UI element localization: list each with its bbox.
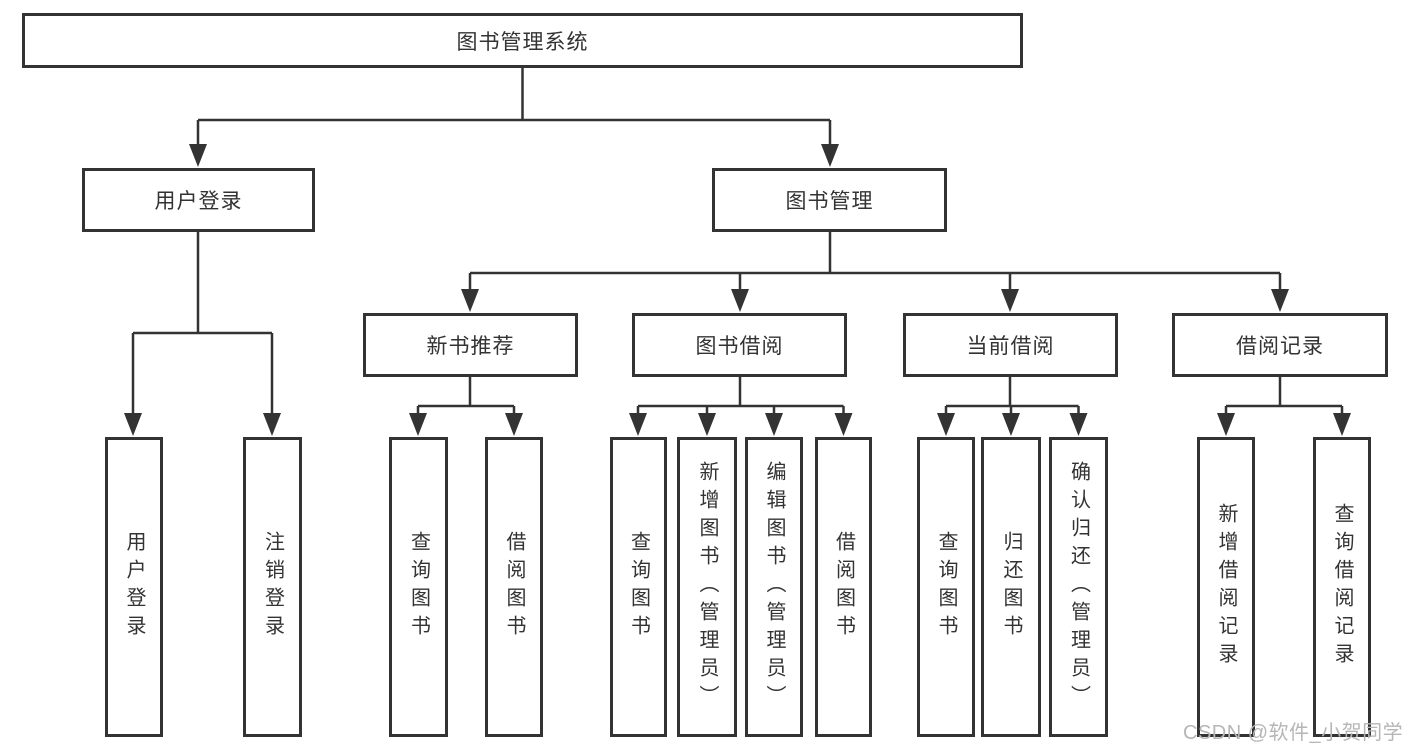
- leaf-query-books-newbook: 查询图书: [389, 437, 448, 737]
- leaf-query-books-borrow: 查询图书: [610, 437, 667, 737]
- node-book-borrowing: 图书借阅: [632, 313, 847, 377]
- node-new-book-recommend: 新书推荐: [363, 313, 578, 377]
- leaf-confirm-return-admin: 确认归还（管理员）: [1049, 437, 1108, 737]
- connector-borrowrecords-to-leaves: [1217, 377, 1351, 436]
- connector-bookborrow-to-leaves: [629, 377, 853, 436]
- node-user-login: 用户登录: [82, 168, 315, 232]
- node-book-management: 图书管理: [712, 168, 947, 232]
- leaf-edit-books-admin: 编辑图书（管理员）: [745, 437, 803, 737]
- watermark: CSDN @软件_小贺同学: [1183, 722, 1404, 744]
- node-borrow-records: 借阅记录: [1172, 313, 1388, 377]
- leaf-user-login: 用户登录: [105, 437, 163, 737]
- connector-userlogin-to-leaves: [124, 232, 281, 436]
- node-root: 图书管理系统: [22, 13, 1023, 68]
- leaf-borrow-books-newbook: 借阅图书: [485, 437, 543, 737]
- connector-newbook-to-leaves: [409, 377, 523, 436]
- leaf-return-books: 归还图书: [981, 437, 1041, 737]
- leaf-borrow-books-borrow: 借阅图书: [815, 437, 872, 737]
- connector-root-to-level2: [189, 68, 839, 167]
- leaf-logout: 注销登录: [243, 437, 302, 737]
- leaf-add-borrow-record: 新增借阅记录: [1197, 437, 1255, 737]
- leaf-add-books-admin: 新增图书（管理员）: [677, 437, 737, 737]
- leaf-query-borrow-record: 查询借阅记录: [1313, 437, 1371, 737]
- connector-currentborrow-to-leaves: [937, 377, 1088, 436]
- connector-bookmgmt-to-level3: [461, 232, 1289, 312]
- node-current-borrowing: 当前借阅: [903, 313, 1118, 377]
- leaf-query-books-current: 查询图书: [917, 437, 975, 737]
